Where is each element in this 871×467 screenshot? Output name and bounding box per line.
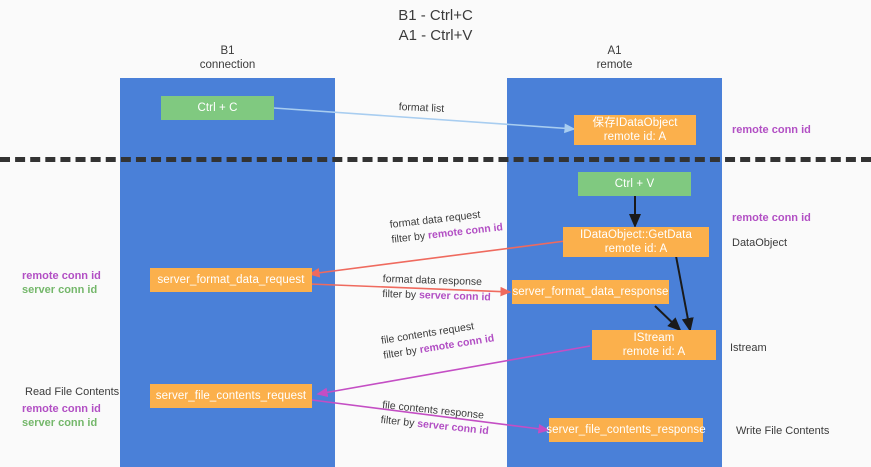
- label-right-istream: Istream: [730, 342, 767, 354]
- edge-label-fcres-prefix: filter by: [380, 413, 418, 430]
- box-server-format-data-request-label: server_format_data_request: [157, 274, 305, 286]
- edge-label-fdres-key: server conn id: [418, 289, 491, 304]
- box-server-format-data-request[interactable]: server_format_data_request: [150, 268, 312, 292]
- box-ctrl-v-label: Ctrl + V: [614, 178, 655, 190]
- box-idataobject-getdata[interactable]: IDataObject::GetData remote id: A: [563, 227, 709, 257]
- edge-label-format-list: format list: [398, 100, 444, 117]
- lane-b1-sub: connection: [199, 59, 256, 71]
- lane-a1-name: A1: [607, 45, 622, 57]
- box-ctrl-v[interactable]: Ctrl + V: [578, 172, 691, 196]
- edge-label-fdres-prefix: filter by: [382, 287, 420, 302]
- box-getdata-line1: IDataObject::GetData: [580, 229, 692, 241]
- edge-label-format-data-response-line2: filter by server conn id: [382, 287, 491, 305]
- label-left-server-conn: server conn id: [22, 284, 98, 296]
- lane-b1-name: B1: [220, 45, 235, 57]
- title-line-1: B1 - Ctrl+C: [398, 7, 473, 24]
- edge-label-format-list-text: format list: [398, 100, 445, 115]
- box-server-file-contents-response[interactable]: server_file_contents_response: [546, 418, 706, 442]
- lane-header-a1: A1 remote: [507, 44, 722, 72]
- box-server-file-contents-request-label: server_file_contents_request: [155, 390, 307, 402]
- box-server-format-data-response-label: server_format_data_response: [512, 286, 669, 298]
- box-istream-line1: IStream: [633, 332, 675, 344]
- box-server-format-data-response[interactable]: server_format_data_response: [512, 280, 669, 304]
- label-left-remote-conn: remote conn id: [22, 270, 101, 282]
- edge-label-fdreq-prefix: filter by: [390, 229, 429, 246]
- label-right-remote-conn-mid: remote conn id: [732, 212, 811, 224]
- label-left-remote-conn-2: remote conn id: [22, 403, 101, 415]
- page-title: B1 - Ctrl+C A1 - Ctrl+V: [0, 6, 871, 46]
- lane-a1-sub: remote: [596, 59, 633, 71]
- box-server-file-contents-response-label: server_file_contents_response: [546, 424, 706, 436]
- box-save-idataobject-line2: remote id: A: [603, 131, 667, 143]
- edge-label-file-contents-response: file contents response filter by server …: [380, 398, 491, 439]
- lane-header-b1: B1 connection: [120, 44, 335, 72]
- box-ctrl-c[interactable]: Ctrl + C: [161, 96, 274, 120]
- box-server-file-contents-request[interactable]: server_file_contents_request: [150, 384, 312, 408]
- box-getdata-line2: remote id: A: [604, 243, 668, 255]
- label-right-remote-conn-top: remote conn id: [732, 124, 811, 136]
- box-istream[interactable]: IStream remote id: A: [592, 330, 716, 360]
- label-right-dataobject: DataObject: [732, 237, 788, 249]
- label-left-server-conn-2: server conn id: [22, 417, 98, 429]
- box-ctrl-c-label: Ctrl + C: [197, 102, 238, 114]
- edge-label-file-contents-request: file contents request filter by remote c…: [380, 316, 495, 363]
- label-right-write-file-contents: Write File Contents: [736, 425, 830, 437]
- label-left-read-file-contents: Read File Contents: [25, 386, 120, 398]
- edge-label-format-data-response: format data response filter by server co…: [382, 272, 491, 305]
- section-divider: [0, 157, 871, 162]
- box-save-idataobject-line1: 保存IDataObject: [592, 117, 678, 129]
- box-istream-line2: remote id: A: [622, 346, 686, 358]
- title-line-2: A1 - Ctrl+V: [398, 27, 473, 44]
- box-save-idataobject[interactable]: 保存IDataObject remote id: A: [574, 115, 696, 145]
- edge-label-format-data-request: format data request filter by remote con…: [389, 205, 504, 247]
